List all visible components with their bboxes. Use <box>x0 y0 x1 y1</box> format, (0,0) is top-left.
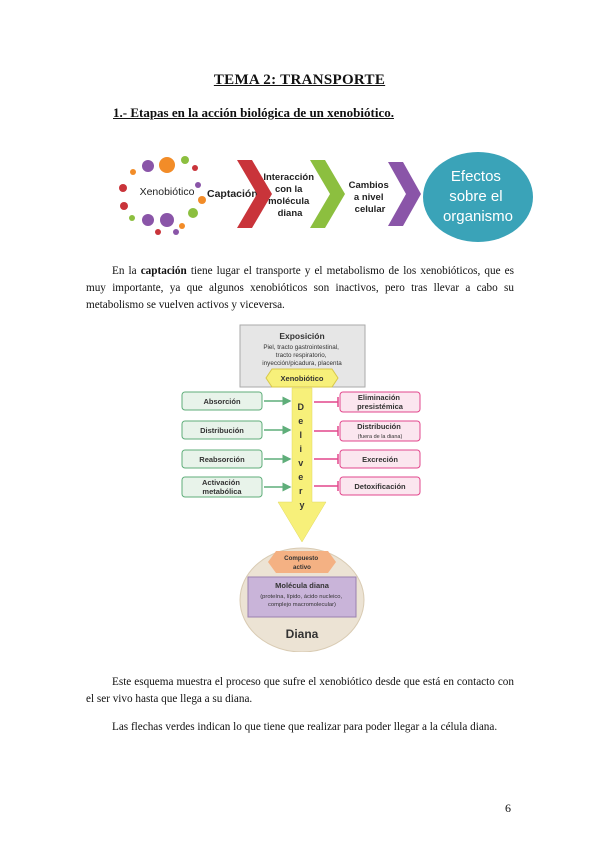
xenobiotic-dots <box>119 156 206 235</box>
flow-cambios-label: Cambios a nivel celular <box>349 180 392 215</box>
box-distribucion-fuera: Distribución (fuera de la diana) <box>357 422 403 440</box>
diagram-xenobiotico-label: Xenobiótico <box>281 374 324 383</box>
left-process-boxes: Absorción Distribución Reabsorción Activ… <box>181 391 292 498</box>
diana-label: Diana <box>286 627 319 641</box>
molecula-diana-title: Molécula diana <box>275 581 330 590</box>
box-eliminacion: Eliminación presistémica <box>357 393 404 411</box>
paragraph-esquema: Este esquema muestra el proceso que sufr… <box>86 676 514 705</box>
flow-xenobiotico-label: Xenobiótico <box>140 186 195 198</box>
flow-interaccion-label: Interacción con la molécula diana <box>263 172 316 219</box>
exposicion-title: Exposición <box>279 331 324 341</box>
exposicion-text: Piel, tracto gastrointestinal, tracto re… <box>262 344 342 367</box>
molecula-diana-box <box>247 576 357 618</box>
box-activacion: Activación metabólica <box>202 478 242 496</box>
box-absorcion: Absorción <box>203 397 241 406</box>
flow-efectos-label: Efectos sobre el organismo <box>443 168 513 225</box>
red-chevron <box>237 160 272 228</box>
delivery-diagram: Exposición Piel, tracto gastrointestinal… <box>181 324 421 652</box>
xenobiotic-flow-figure: Xenobiótico Captación Interacción con la… <box>119 152 533 242</box>
efectos-oval <box>423 152 533 242</box>
flow-captacion-label: Captación <box>207 188 258 200</box>
green-chevron <box>310 160 345 228</box>
box-detoxificacion: Detoxificación <box>354 482 406 491</box>
box-excrecion: Excreción <box>362 455 398 464</box>
page-number: 6 <box>505 801 511 815</box>
paragraph-flechas: Las flechas verdes indican lo que tiene … <box>112 721 498 733</box>
purple-chevron <box>388 162 421 226</box>
paragraph-captacion: En la captación tiene lugar el transport… <box>86 265 514 311</box>
compuesto-activo-label: Compuesto activo <box>284 555 320 571</box>
page-title: TEMA 2: TRANSPORTE <box>213 72 386 88</box>
section-heading: 1.- Etapas en la acción biológica de un … <box>113 105 394 120</box>
compuesto-activo-badge <box>268 551 336 573</box>
right-process-boxes: Eliminación presistémica Distribución (f… <box>314 391 421 496</box>
molecula-diana-text: (proteína, lípido, ácido nucleico, compl… <box>260 594 343 608</box>
delivery-label: D e l i v e r y <box>297 402 306 510</box>
xenobiotico-badge <box>265 368 339 388</box>
box-distribucion: Distribución <box>200 426 244 435</box>
box-reabsorcion: Reabsorción <box>199 455 245 464</box>
delivery-arrow <box>277 387 327 543</box>
